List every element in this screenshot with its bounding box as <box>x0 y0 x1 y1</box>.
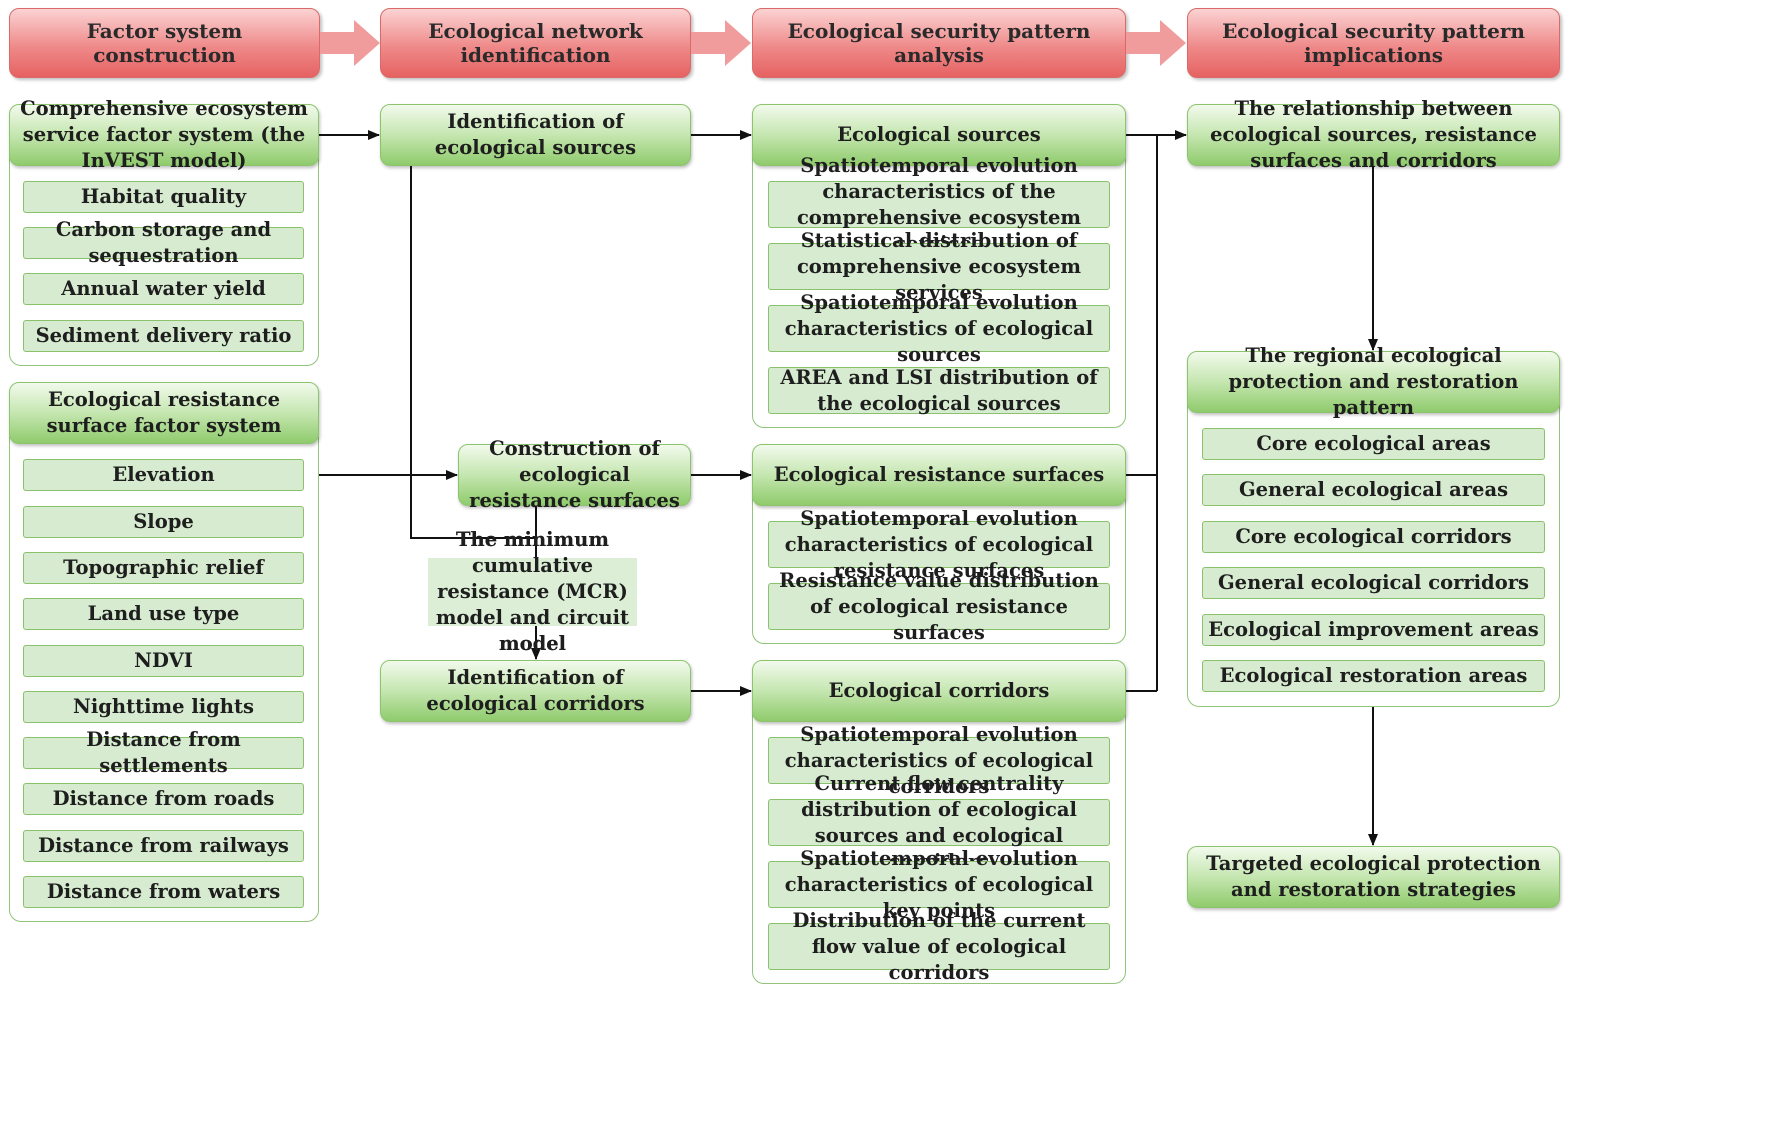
protection-pattern-item: Ecological improvement areas <box>1202 614 1545 646</box>
resistance-factor-item: Nighttime lights <box>23 691 304 723</box>
resistance-factor-item: Slope <box>23 506 304 538</box>
ecological-sources-item: AREA and LSI distribution of the ecologi… <box>768 366 1110 415</box>
resistance-factor-item: Distance from waters <box>23 876 304 908</box>
resistance-factor-item: NDVI <box>23 645 304 677</box>
stage-header-network-identification: Ecological network identification <box>380 8 691 78</box>
resistance-factor-item: Land use type <box>23 598 304 630</box>
stage-arrow-3 <box>1126 20 1186 66</box>
resistance-factor-item: Distance from railways <box>23 830 304 862</box>
service-factor-item: Habitat quality <box>23 181 304 213</box>
resistance-factor-title: Ecological resistance surface factor sys… <box>9 382 319 444</box>
mcr-model-label-overlay: The minimum cumulative resistance (MCR) … <box>428 528 637 655</box>
identify-sources-node: Identification of ecological sources <box>380 104 691 166</box>
protection-pattern-title: The regional ecological protection and r… <box>1187 344 1560 419</box>
stage-header-pattern-implications: Ecological security pattern implications <box>1187 8 1560 78</box>
service-factor-item: Sediment delivery ratio <box>23 320 304 352</box>
line-sources-to-mcr <box>410 166 536 539</box>
resistance-factor-item: Distance from roads <box>23 783 304 815</box>
service-factor-item: Annual water yield <box>23 273 304 305</box>
protection-pattern-item: General ecological corridors <box>1202 567 1545 599</box>
protection-pattern-item: Core ecological areas <box>1202 428 1545 460</box>
resistance-surfaces-title: Ecological resistance surfaces <box>752 444 1126 506</box>
stage-arrow-1 <box>320 20 380 66</box>
resistance-factor-item: Topographic relief <box>23 552 304 584</box>
strategies-node: Targeted ecological protection and resto… <box>1187 846 1560 908</box>
protection-pattern-item: General ecological areas <box>1202 474 1545 506</box>
stage-header-factor-system: Factor system construction <box>9 8 320 78</box>
resistance-factor-item: Distance from settlements <box>23 728 304 777</box>
ecological-corridors-title: Ecological corridors <box>752 660 1126 722</box>
protection-pattern-item: Core ecological corridors <box>1202 521 1545 553</box>
ecological-sources-title: Ecological sources <box>752 104 1126 166</box>
stage-arrow-2 <box>691 20 751 66</box>
stage-header-pattern-analysis: Ecological security pattern analysis <box>752 8 1126 78</box>
protection-pattern-item: Ecological restoration areas <box>1202 660 1545 692</box>
identify-corridors-node: Identification of ecological corridors <box>380 660 691 722</box>
resistance-factor-item: Elevation <box>23 459 304 491</box>
